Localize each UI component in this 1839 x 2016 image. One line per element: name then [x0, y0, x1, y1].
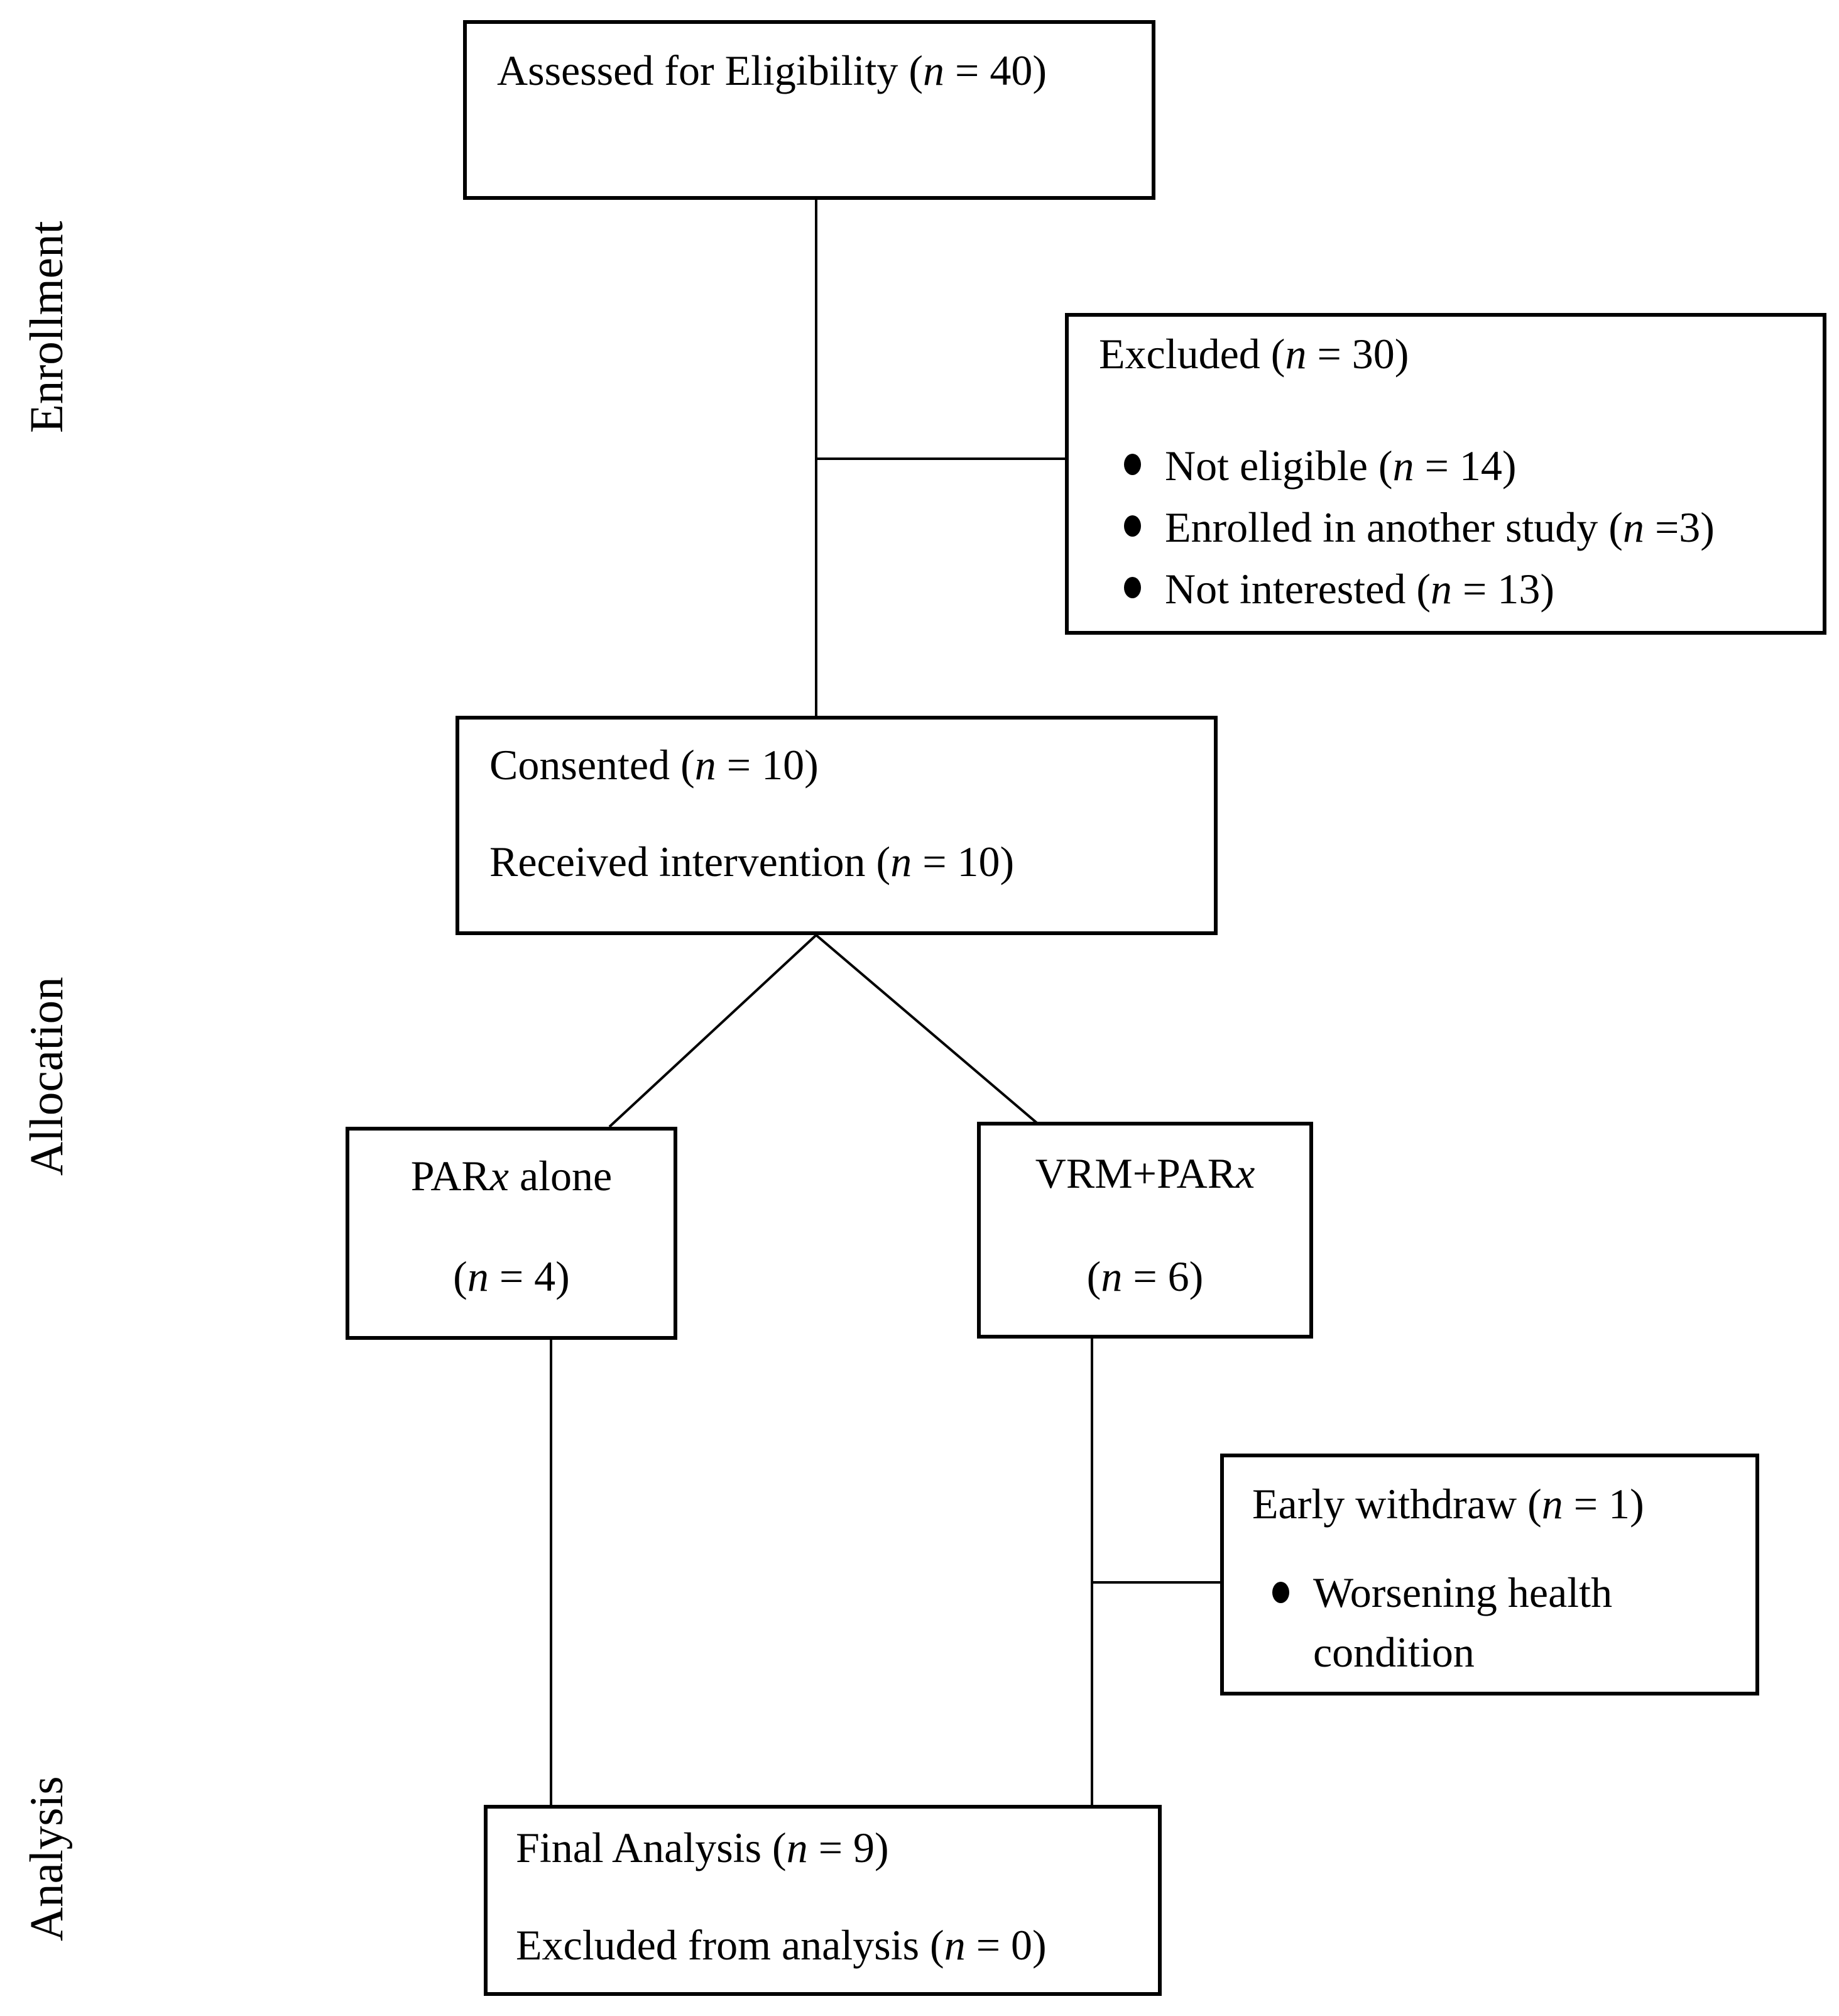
early-withdraw-title: Early withdraw (n = 1) [1252, 1480, 1644, 1528]
excluded-box: Excluded (n = 30) Not eligible (n = 14) … [1065, 313, 1826, 635]
stage-label-allocation: Allocation [21, 977, 73, 1176]
final-analysis-box: Final Analysis (n = 9) Excluded from ana… [484, 1805, 1162, 1996]
vrm-parx-arm-box: VRM+PARx (n = 6) [977, 1122, 1313, 1339]
assessed-for-eligibility-box: Assessed for Eligibility (n = 40) [463, 20, 1155, 200]
assessed-label: Assessed for Eligibility (n = 40) [497, 47, 1047, 94]
connector-consented-to-parx-diagonal [608, 934, 817, 1128]
excluded-reason: Not eligible (n = 14) [1165, 442, 1517, 490]
excluded-reason: Enrolled in another study (n =3) [1165, 503, 1715, 551]
early-withdraw-reason: Worsening health condition [1313, 1569, 1613, 1676]
vrm-parx-label: VRM+PARx [1035, 1149, 1255, 1197]
early-withdraw-box: Early withdraw (n = 1) Worsening health … [1220, 1454, 1759, 1696]
vrm-parx-count: (n = 6) [1086, 1252, 1204, 1300]
stage-label-analysis: Analysis [21, 1776, 73, 1942]
parx-alone-label: PARx alone [410, 1152, 613, 1200]
early-withdraw-reason-list: Worsening health condition [1252, 1563, 1727, 1682]
parx-alone-count: (n = 4) [453, 1252, 570, 1300]
consented-box: Consented (n = 10) Received intervention… [456, 716, 1218, 935]
excluded-reason: Not interested (n = 13) [1165, 565, 1554, 613]
bullet-icon [1124, 577, 1141, 598]
list-item: Not eligible (n = 14) [1124, 435, 1793, 496]
connector-consented-to-vrm-diagonal [815, 934, 1040, 1126]
excluded-title: Excluded (n = 30) [1099, 330, 1409, 378]
list-item: Worsening health condition [1272, 1563, 1727, 1682]
list-item: Not interested (n = 13) [1124, 558, 1793, 620]
list-item: Enrolled in another study (n =3) [1124, 496, 1793, 558]
bullet-icon [1272, 1582, 1289, 1603]
excluded-reason-list: Not eligible (n = 14) Enrolled in anothe… [1099, 435, 1793, 620]
bullet-icon [1124, 454, 1141, 475]
parx-alone-arm-box: PARx alone (n = 4) [346, 1127, 677, 1340]
final-analysis-label: Final Analysis (n = 9) [516, 1824, 889, 1871]
received-intervention-label: Received intervention (n = 10) [489, 838, 1015, 885]
stage-label-enrollment: Enrollment [21, 221, 73, 433]
consented-label: Consented (n = 10) [489, 741, 819, 789]
excluded-from-analysis-label: Excluded from analysis (n = 0) [516, 1921, 1047, 1969]
bullet-icon [1124, 515, 1141, 537]
